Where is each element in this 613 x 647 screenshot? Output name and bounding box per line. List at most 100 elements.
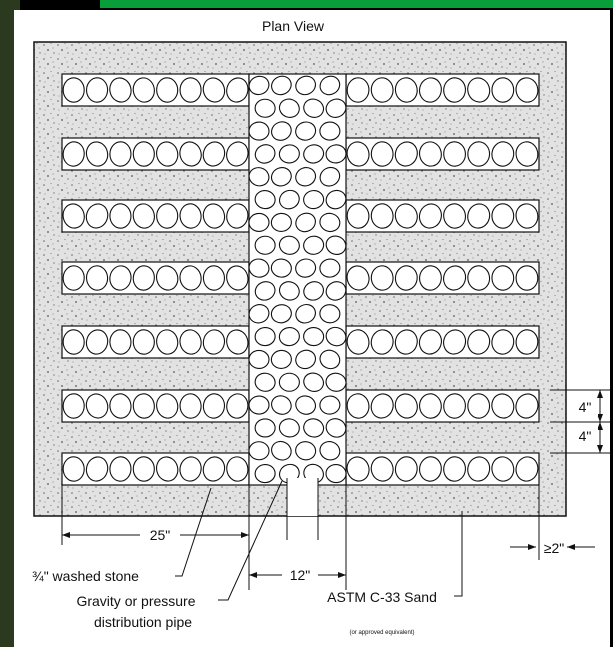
stone (319, 166, 341, 187)
stone (270, 304, 292, 324)
stone (394, 329, 418, 355)
stone (85, 393, 109, 419)
stone (270, 212, 292, 232)
stone (295, 121, 317, 141)
stone (226, 456, 249, 482)
dim-12-label: 12" (290, 567, 311, 583)
stone (85, 456, 109, 482)
stone (132, 203, 155, 229)
dim-4-top-label: 4" (579, 399, 592, 415)
pipe-label-line1: Gravity or pressure (76, 593, 195, 609)
sand-note: (or approved equivalent) (349, 630, 414, 636)
stone (467, 203, 491, 229)
stone (303, 327, 325, 347)
dim-25-label: 25" (150, 527, 171, 543)
stone (271, 395, 292, 415)
stone (248, 304, 270, 324)
stone (202, 141, 226, 167)
stone (418, 141, 442, 167)
pipe-label-line2: distribution pipe (94, 614, 192, 630)
stone (85, 329, 109, 355)
stone (303, 190, 325, 210)
stone (156, 141, 179, 167)
stone (132, 393, 155, 419)
stone (278, 235, 300, 255)
stone (491, 141, 515, 167)
stone (319, 258, 341, 278)
stone (295, 349, 317, 370)
stone (346, 203, 370, 229)
stone (85, 265, 109, 291)
dimension-arrows (62, 390, 603, 578)
stone (132, 456, 155, 482)
stone (303, 144, 325, 164)
stone (271, 75, 292, 96)
stone (319, 304, 341, 324)
stone (394, 203, 418, 229)
stone (254, 190, 276, 210)
stone (515, 77, 539, 103)
stone (179, 141, 202, 167)
stone (394, 456, 418, 482)
stone (515, 329, 539, 355)
dimension-lines (61, 120, 610, 601)
stone (226, 329, 249, 355)
stone (156, 456, 179, 482)
stone (202, 393, 226, 419)
stone (270, 167, 292, 187)
stone-label: ¾" washed stone (32, 568, 139, 584)
stone (370, 329, 394, 355)
stone (295, 303, 316, 324)
stone (295, 75, 317, 96)
stone (418, 77, 442, 103)
stone (491, 393, 515, 419)
stone (491, 77, 515, 103)
stone (132, 141, 155, 167)
stone (467, 456, 491, 482)
stone (325, 326, 347, 347)
stone (346, 456, 370, 482)
stone (62, 203, 85, 229)
stone (295, 258, 317, 278)
diagram-title: Plan View (262, 18, 325, 34)
stone (515, 456, 539, 482)
stone (109, 203, 132, 229)
stone (443, 77, 466, 103)
stone (325, 464, 347, 484)
dim-2-label: ≥2" (544, 540, 564, 556)
stone (271, 440, 292, 461)
stone (346, 393, 370, 419)
stone (248, 395, 270, 415)
stone (325, 189, 347, 210)
stone (443, 141, 466, 167)
stone (248, 121, 270, 141)
stone (370, 203, 394, 229)
stone (62, 77, 85, 103)
stone (278, 281, 300, 301)
stone (467, 77, 491, 103)
stone (418, 203, 442, 229)
stone (62, 265, 85, 291)
dim-4-bottom-label: 4" (579, 428, 592, 444)
stone (515, 393, 539, 419)
stone (202, 265, 226, 291)
stone (156, 329, 179, 355)
stone (248, 258, 270, 278)
stone (62, 329, 85, 355)
stone (85, 77, 109, 103)
stone (202, 77, 226, 103)
stone (303, 281, 325, 301)
stone (346, 265, 370, 291)
stone (325, 235, 347, 256)
stone (226, 77, 249, 103)
stone (202, 456, 226, 482)
stone (254, 98, 276, 118)
stone (370, 393, 394, 419)
stone (132, 77, 155, 103)
stone (226, 393, 249, 419)
stone (271, 121, 292, 141)
stone (156, 393, 179, 419)
stone (419, 456, 442, 482)
stone (109, 329, 132, 355)
